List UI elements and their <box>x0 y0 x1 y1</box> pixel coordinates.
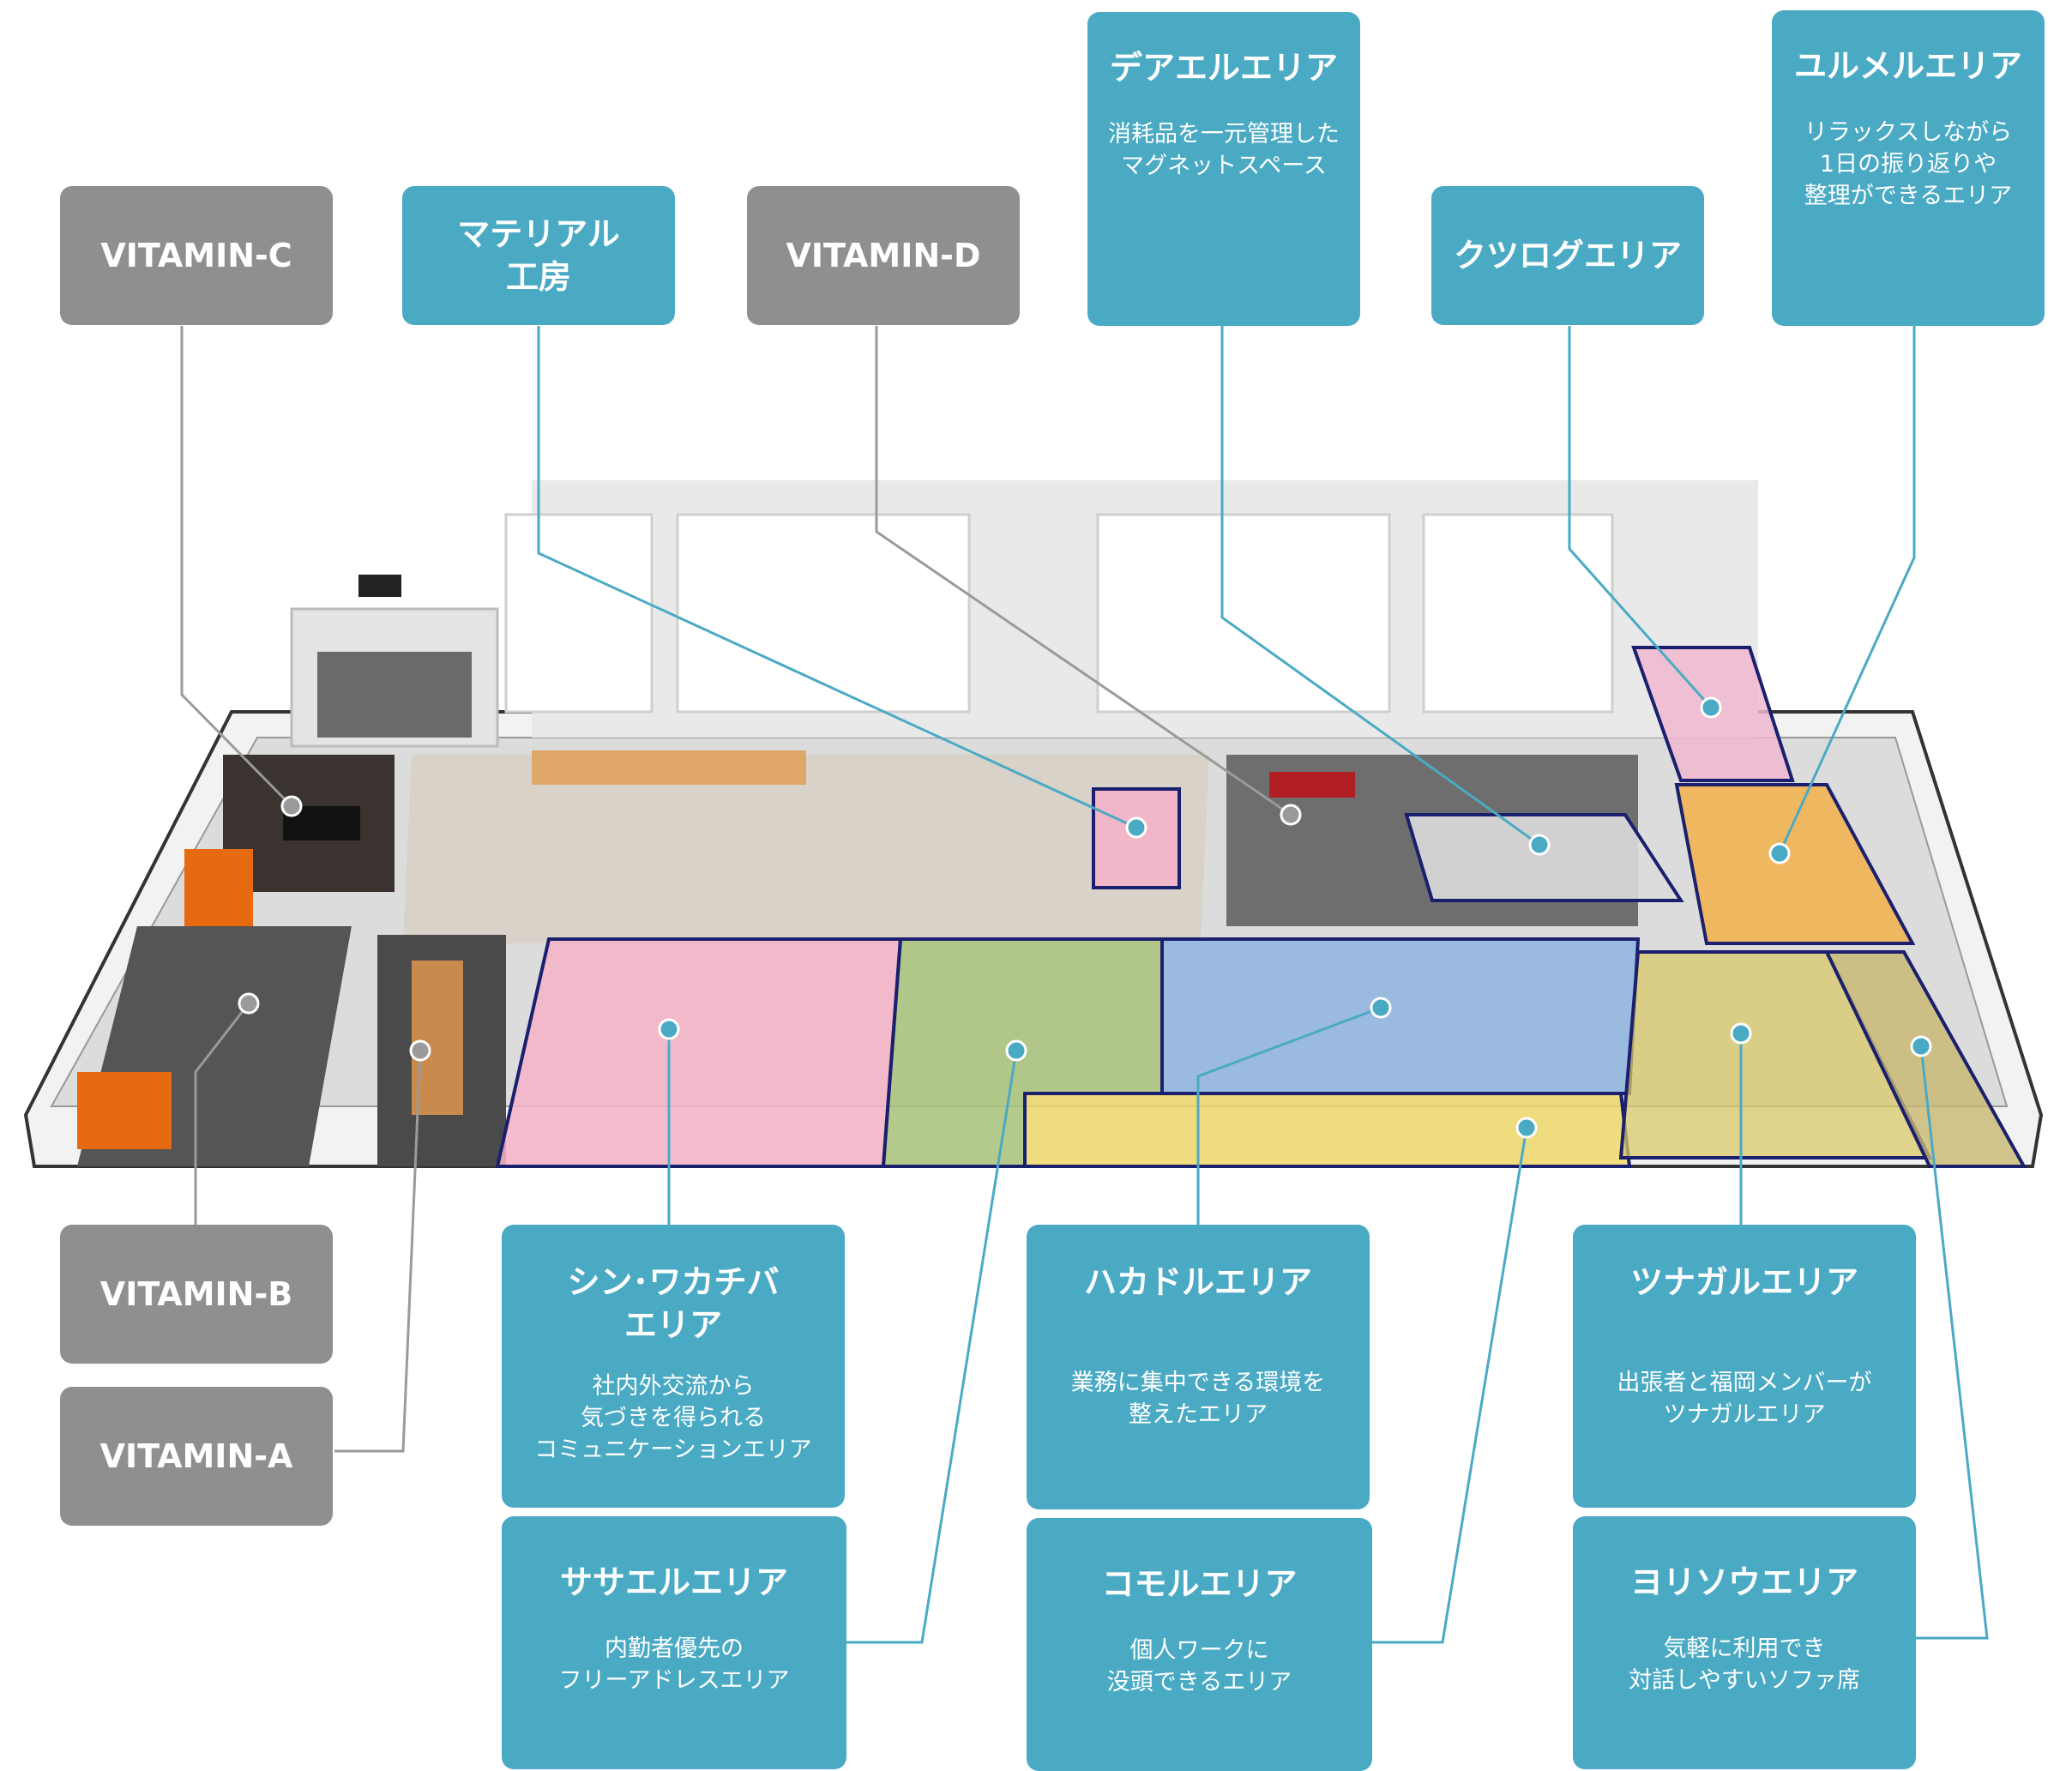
leader-lines <box>180 326 1989 1644</box>
label-shin-wakachiba: シン･ワカチバ エリア 社内外交流から 気づきを得られる コミュニケーションエリ… <box>502 1225 845 1508</box>
label-yorisou: ヨリソウエリア 気軽に利用でき 対話しやすいソファ席 <box>1573 1516 1916 1769</box>
label-description: 気軽に利用でき 対話しやすいソファ席 <box>1629 1635 1860 1694</box>
label-tsunagaru: ツナガルエリア 出張者と福岡メンバーが ツナガルエリア <box>1573 1225 1916 1508</box>
label-title: ユルメルエリア <box>1793 47 2022 85</box>
label-title: VITAMIN-A <box>99 1437 293 1475</box>
label-description: 個人ワークに 没頭できるエリア <box>1106 1637 1292 1696</box>
label-title: VITAMIN-C <box>100 237 292 274</box>
zone-yorisou <box>1823 950 2027 1168</box>
label-title: マテリアル 工房 <box>457 215 620 296</box>
label-title: シン･ワカチバ エリア <box>567 1263 780 1344</box>
label-description: 社内外交流から 気づきを得られる コミュニケーションエリア <box>534 1373 812 1463</box>
label-description: 出張者と福岡メンバーが ツナガルエリア <box>1617 1370 1872 1428</box>
label-deael: デアエルエリア 消耗品を一元管理した マグネットスペース <box>1087 12 1360 326</box>
label-hakadoru: ハカドルエリア 業務に集中できる環境を 整えたエリア <box>1027 1225 1370 1509</box>
label-vitamin-a: VITAMIN-A <box>60 1387 333 1526</box>
label-title: ヨリソウエリア <box>1629 1563 1858 1601</box>
label-title: コモルエリア <box>1101 1565 1298 1603</box>
label-title: ササエルエリア <box>559 1563 788 1601</box>
label-title: クツログエリア <box>1453 237 1682 274</box>
label-title: デアエルエリア <box>1109 49 1338 87</box>
label-title: VITAMIN-D <box>786 237 981 274</box>
label-sasaeru: ササエルエリア 内勤者優先の フリーアドレスエリア <box>502 1516 846 1769</box>
label-description: 消耗品を一元管理した マグネットスペース <box>1108 121 1340 179</box>
label-title: ツナガルエリア <box>1629 1263 1858 1301</box>
zone-deael <box>1404 813 1684 902</box>
zone-shin-wakachiba <box>495 937 903 1168</box>
label-material: マテリアル 工房 <box>402 186 675 325</box>
label-description: 内勤者優先の フリーアドレスエリア <box>558 1635 790 1694</box>
label-title: VITAMIN-B <box>99 1275 293 1313</box>
label-yurumeru: ユルメルエリア リラックスしながら 1日の振り返りや 整理ができるエリア <box>1772 10 2045 326</box>
leader-dots <box>238 696 1932 1139</box>
zone-komoru <box>1023 1092 1632 1168</box>
label-vitamin-b: VITAMIN-B <box>60 1225 333 1364</box>
zone-yurumeru <box>1674 783 1916 945</box>
label-vitamin-d: VITAMIN-D <box>747 186 1020 325</box>
label-kutsurogu: クツログエリア <box>1431 186 1704 325</box>
label-komoru: コモルエリア 個人ワークに 没頭できるエリア <box>1027 1518 1372 1771</box>
zone-hakadoru <box>1160 937 1641 1095</box>
label-description: リラックスしながら 1日の振り返りや 整理ができるエリア <box>1804 119 2013 209</box>
label-title: ハカドルエリア <box>1083 1263 1312 1301</box>
label-vitamin-c: VITAMIN-C <box>60 186 333 325</box>
label-description: 業務に集中できる環境を 整えたエリア <box>1070 1370 1326 1428</box>
back-rooms <box>290 480 1758 748</box>
